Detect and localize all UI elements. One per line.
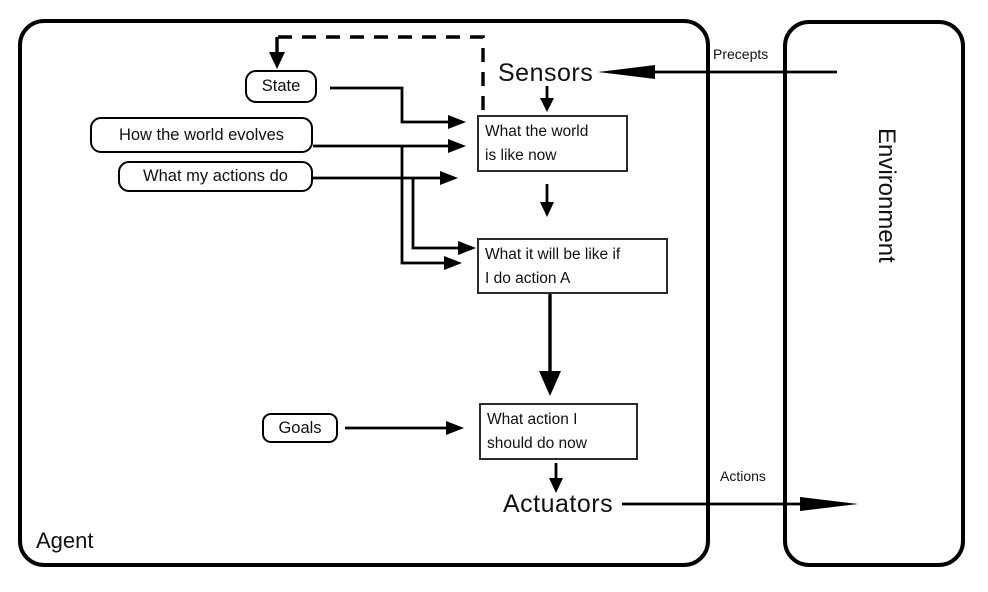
node-state: State [245, 70, 317, 103]
node-what-my-actions-do-label: What my actions do [143, 167, 288, 185]
node-what-my-actions-do: What my actions do [118, 161, 313, 192]
actions-label: Actions [720, 468, 766, 484]
node-state-label: State [261, 77, 301, 95]
sensors-label: Sensors [498, 59, 594, 87]
node-what-action-i-should-do-now: What action I should do now [479, 403, 638, 460]
node-what-it-will-be-like: What it will be like if I do action A [477, 238, 668, 294]
node-action-choice-line1: What action I [487, 411, 578, 428]
agent-label: Agent [36, 528, 94, 553]
environment-boundary [783, 20, 965, 567]
node-goals-label: Goals [278, 418, 322, 437]
percepts-label: Precepts [713, 46, 769, 62]
node-world-now-line2: is like now [485, 147, 557, 165]
node-how-the-world-evolves-label: How the world evolves [118, 125, 285, 144]
node-world-now-line1: What the world [485, 123, 589, 140]
node-future-world-line2: I do action A [485, 270, 571, 288]
node-goals: Goals [262, 413, 338, 443]
node-what-the-world-is-like-now: What the world is like now [477, 115, 628, 172]
node-action-choice-line2: should do now [487, 435, 587, 453]
node-how-the-world-evolves: How the world evolves [90, 117, 313, 153]
node-future-world-line1: What it will be like if [485, 246, 621, 263]
environment-label: Environment [873, 128, 900, 263]
actuators-label: Actuators [503, 490, 614, 518]
